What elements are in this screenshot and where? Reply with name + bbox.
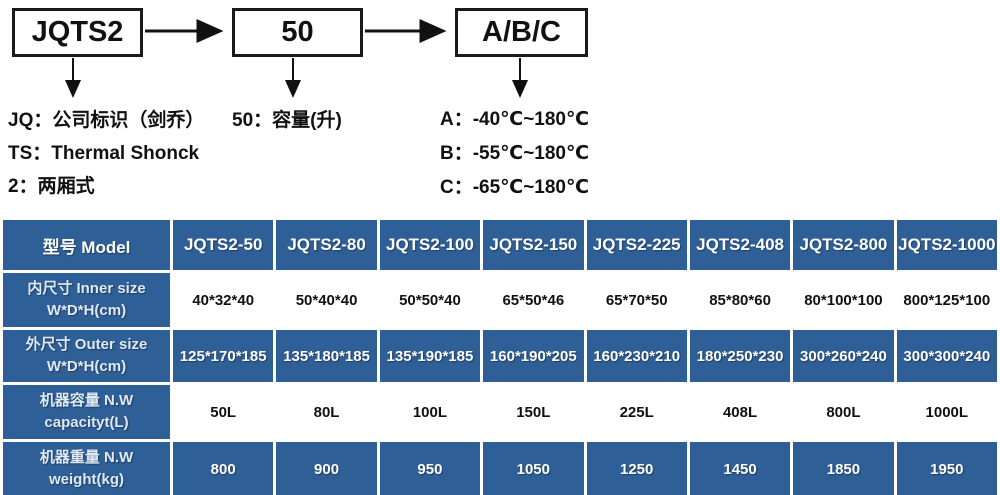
legend-series-line-1: JQ：公司标识（剑乔） — [8, 110, 205, 131]
legend-temp-grades: A：-40℃~180℃ B：-55℃~180℃ C：-65℃~180℃ — [440, 103, 589, 205]
row-label-outer-size: 外尺寸 Outer size W*D*H(cm) — [3, 330, 170, 382]
weight-value-0: 800 — [173, 442, 274, 495]
spec-table: 型号 Model JQTS2-50 JQTS2-80 JQTS2-100 JQT… — [0, 217, 1000, 495]
inner-size-value-6: 80*100*100 — [793, 273, 894, 327]
flow-box-temp-grade-label: A/B/C — [482, 16, 561, 48]
weight-value-6: 1850 — [793, 442, 894, 495]
flow-box-capacity-label: 50 — [281, 16, 314, 48]
inner-size-value-5: 85*80*60 — [689, 273, 791, 327]
row-label-inner-size-zh: 内尺寸 Inner size — [27, 279, 146, 297]
flow-box-temp-grade: A/B/C — [455, 8, 588, 57]
header-model-5: JQTS2-408 — [689, 220, 791, 270]
weight-value-7: 1950 — [896, 442, 997, 495]
flow-box-series-label: JQTS2 — [31, 16, 124, 48]
flow-box-series: JQTS2 — [12, 8, 143, 57]
capacity-value-2: 100L — [379, 385, 481, 439]
row-label-capacity-zh: 机器容量 N.W — [39, 391, 134, 409]
header-model-2: JQTS2-100 — [379, 220, 481, 270]
table-row-weight: 机器重量 N.W weight(kg) 800 900 950 1050 125… — [3, 442, 997, 495]
header-model: 型号 Model — [3, 220, 170, 270]
weight-value-4: 1250 — [586, 442, 687, 495]
inner-size-value-0: 40*32*40 — [173, 273, 274, 327]
capacity-value-6: 800L — [793, 385, 894, 439]
weight-value-3: 1050 — [483, 442, 584, 495]
row-label-weight: 机器重量 N.W weight(kg) — [3, 442, 170, 495]
table-row-capacity: 机器容量 N.W capacityt(L) 50L 80L 100L 150L … — [3, 385, 997, 439]
table-row-inner-size: 内尺寸 Inner size W*D*H(cm) 40*32*40 50*40*… — [3, 273, 997, 327]
capacity-value-5: 408L — [689, 385, 791, 439]
weight-value-1: 900 — [276, 442, 377, 495]
capacity-value-1: 80L — [276, 385, 377, 439]
legend-capacity: 50：容量(升) — [232, 104, 342, 137]
header-model-6: JQTS2-800 — [793, 220, 894, 270]
row-label-weight-zh: 机器重量 N.W — [39, 448, 134, 466]
header-model-4: JQTS2-225 — [586, 220, 687, 270]
inner-size-value-7: 800*125*100 — [896, 273, 997, 327]
inner-size-value-4: 65*70*50 — [586, 273, 687, 327]
capacity-value-7: 1000L — [896, 385, 997, 439]
capacity-value-4: 225L — [586, 385, 687, 439]
row-label-outer-size-en: W*D*H(cm) — [46, 358, 127, 375]
header-model-3: JQTS2-150 — [483, 220, 584, 270]
weight-value-5: 1450 — [689, 442, 791, 495]
inner-size-value-2: 50*50*40 — [379, 273, 481, 327]
capacity-value-3: 150L — [483, 385, 584, 439]
legend-temp-grade-a: A：-40℃~180℃ — [440, 109, 589, 130]
legend-series-line-3: 2：两厢式 — [8, 176, 95, 197]
flow-box-capacity: 50 — [232, 8, 363, 57]
outer-size-value-1: 135*180*185 — [276, 330, 377, 382]
row-label-weight-en: weight(kg) — [49, 471, 124, 488]
legend-temp-grade-b: B：-55℃~180℃ — [440, 143, 589, 164]
inner-size-value-1: 50*40*40 — [276, 273, 377, 327]
header-model-7: JQTS2-1000 — [896, 220, 997, 270]
weight-value-2: 950 — [379, 442, 481, 495]
outer-size-value-2: 135*190*185 — [379, 330, 481, 382]
legend-series: JQ：公司标识（剑乔） TS：Thermal Shonck 2：两厢式 — [8, 104, 204, 203]
outer-size-value-6: 300*260*240 — [793, 330, 894, 382]
header-model-1: JQTS2-80 — [276, 220, 377, 270]
model-naming-diagram: JQTS2 50 A/B/C JQ：公司标识（剑乔） TS：Thermal Sh… — [0, 0, 1000, 217]
row-label-inner-size-en: W*D*H(cm) — [46, 302, 127, 319]
legend-temp-grade-c: C：-65℃~180℃ — [440, 177, 589, 198]
capacity-value-0: 50L — [173, 385, 274, 439]
outer-size-value-0: 125*170*185 — [173, 330, 274, 382]
table-header-row: 型号 Model JQTS2-50 JQTS2-80 JQTS2-100 JQT… — [3, 220, 997, 270]
row-label-outer-size-zh: 外尺寸 Outer size — [25, 335, 148, 353]
header-model-0: JQTS2-50 — [173, 220, 274, 270]
inner-size-value-3: 65*50*46 — [483, 273, 584, 327]
outer-size-value-7: 300*300*240 — [896, 330, 997, 382]
flow-arrows — [65, 19, 528, 98]
table-row-outer-size: 外尺寸 Outer size W*D*H(cm) 125*170*185 135… — [3, 330, 997, 382]
outer-size-value-5: 180*250*230 — [689, 330, 791, 382]
legend-capacity-line-1: 50：容量(升) — [232, 110, 342, 131]
row-label-capacity-en: capacityt(L) — [44, 414, 129, 431]
row-label-capacity: 机器容量 N.W capacityt(L) — [3, 385, 170, 439]
outer-size-value-4: 160*230*210 — [586, 330, 687, 382]
outer-size-value-3: 160*190*205 — [483, 330, 584, 382]
legend-series-line-2: TS：Thermal Shonck — [8, 143, 200, 164]
row-label-inner-size: 内尺寸 Inner size W*D*H(cm) — [3, 273, 170, 327]
